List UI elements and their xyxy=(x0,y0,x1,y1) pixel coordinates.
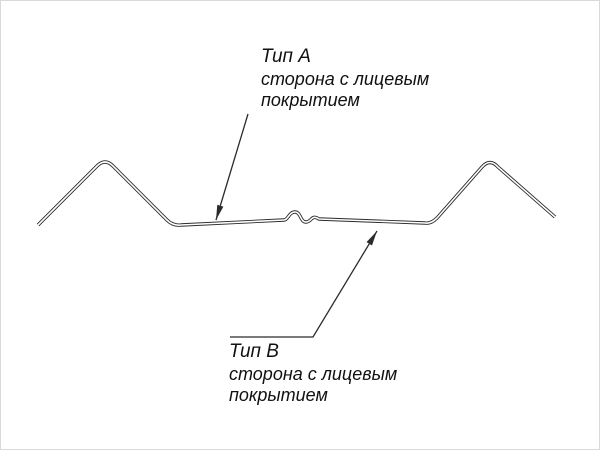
label-type-a-title: Тип А xyxy=(261,46,311,67)
label-type-a-line2: покрытием xyxy=(261,90,360,110)
label-type-b: Тип В сторона с лицевым покрытием xyxy=(229,341,397,406)
profile-outline-inner-gap xyxy=(37,161,556,226)
leader-line-type-b xyxy=(230,230,378,338)
label-type-b-title: Тип В xyxy=(229,341,279,362)
label-type-a-line1: сторона с лицевым xyxy=(261,69,430,89)
leader-line-type-a xyxy=(215,113,249,221)
label-type-b-line2: покрытием xyxy=(229,385,328,405)
label-type-b-line1: сторона с лицевым xyxy=(229,364,398,384)
label-type-a: Тип А сторона с лицевым покрытием xyxy=(261,46,429,111)
